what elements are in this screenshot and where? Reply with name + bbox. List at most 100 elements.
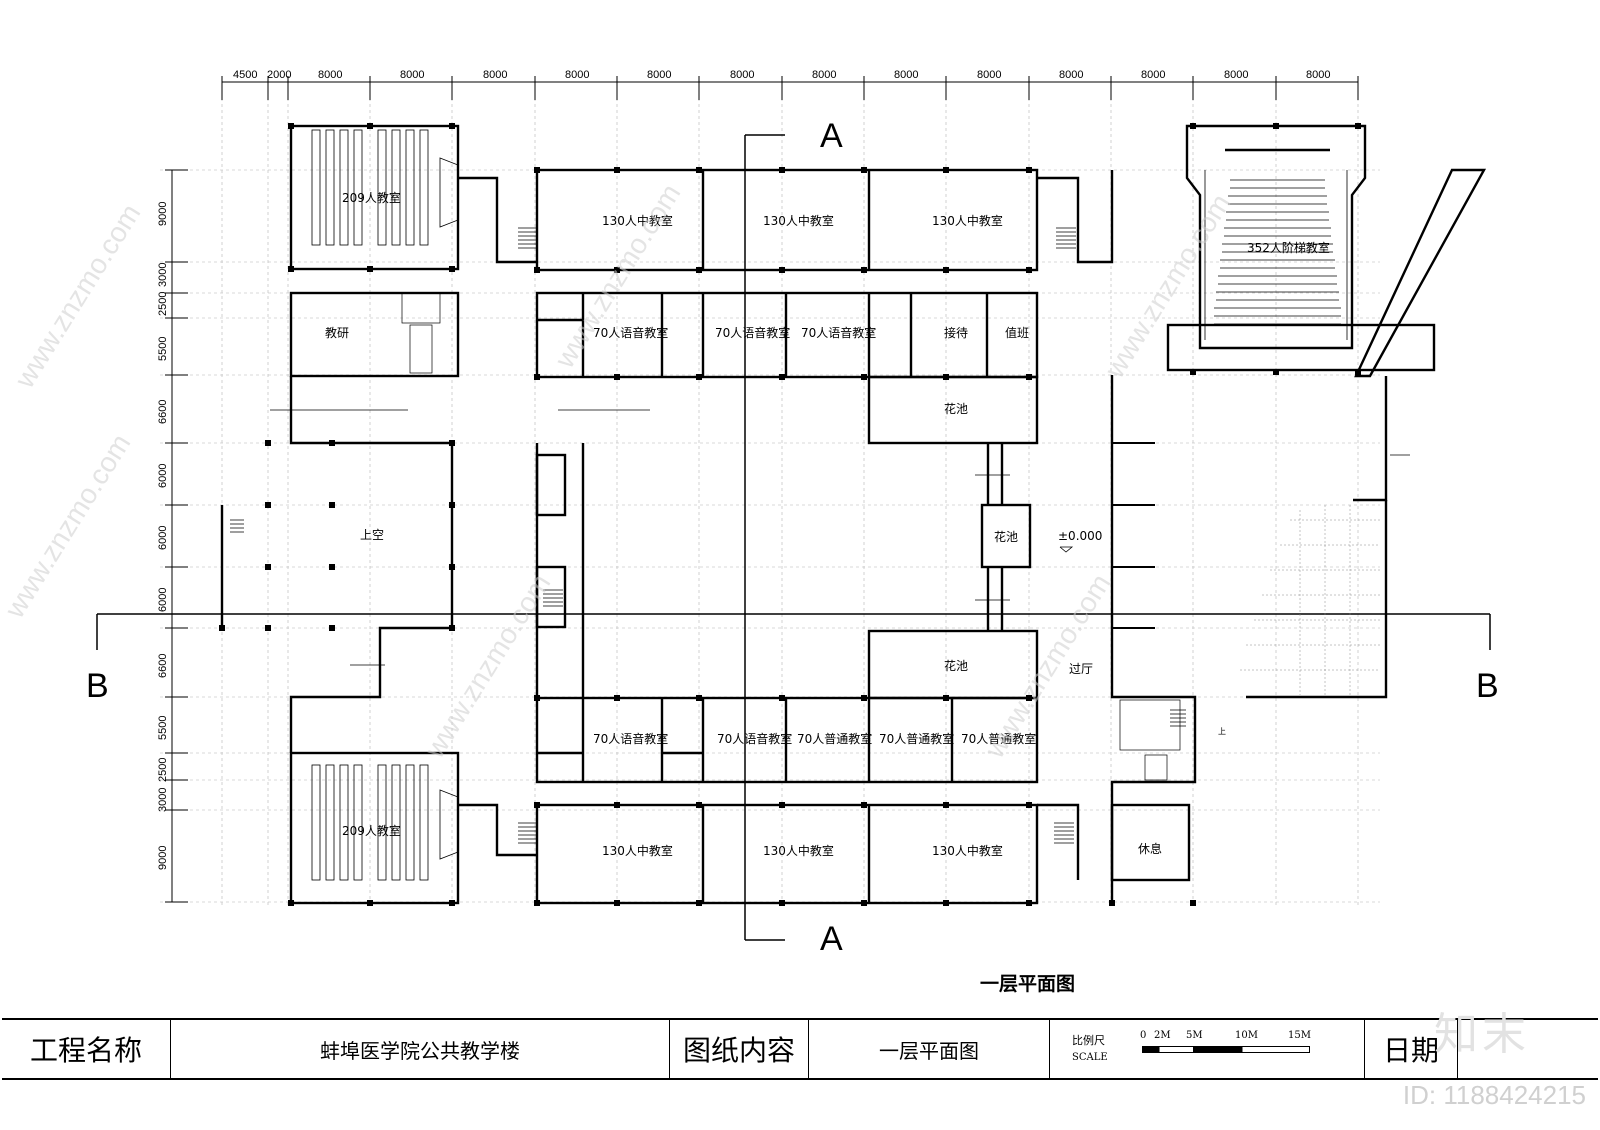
room-flower-s: 花池: [944, 658, 968, 673]
content-label: 图纸内容: [670, 1020, 809, 1078]
dim-left-3: 2500: [157, 292, 169, 316]
room-130-n2: 130人中教室: [763, 213, 834, 228]
dim-top-11: 8000: [977, 69, 1001, 81]
room-gen-s3: 70人普通教室: [961, 731, 1036, 746]
walls: [220, 124, 1487, 905]
scale-tick-5: 5M: [1186, 1030, 1203, 1041]
watermark-site-1: www.znzmo.com: [8, 199, 146, 394]
room-lang-n2: 70人语音教室: [715, 325, 790, 340]
dim-left-11: 2500: [157, 758, 169, 782]
scale-bar-graphic: [1142, 1046, 1310, 1053]
room-void: 上空: [360, 528, 384, 542]
section-a-top: A: [820, 117, 843, 155]
room-research: 教研: [325, 325, 349, 340]
room-lang-n3: 70人语音教室: [801, 325, 876, 340]
hall-partitions: [1112, 442, 1155, 629]
level-label: ±0.000: [1058, 529, 1102, 543]
dim-top-10: 8000: [894, 69, 918, 81]
section-a-bottom: A: [820, 920, 843, 958]
watermark-site-4: www.znzmo.com: [0, 429, 136, 624]
dim-top-14: 8000: [1224, 69, 1248, 81]
room-hall: 过厅: [1069, 662, 1093, 676]
room-lecture-nw: 209人教室: [342, 190, 401, 205]
dim-top-1: 4500: [233, 69, 257, 81]
toilets: [401, 292, 1181, 781]
scale-en: SCALE: [1072, 1052, 1108, 1063]
room-130-n1: 130人中教室: [602, 213, 673, 228]
top-dimension-labels: 4500 2000 8000 8000 8000 8000 8000 8000 …: [233, 69, 1330, 81]
room-130-s1: 130人中教室: [602, 843, 673, 858]
dim-left-5: 6600: [157, 400, 169, 424]
dim-left-9: 6600: [157, 654, 169, 678]
dim-left-10: 5500: [157, 716, 169, 740]
auditorium-seating: [1204, 170, 1348, 340]
date-label: 日期: [1365, 1020, 1458, 1078]
title-block: 工程名称 蚌埠医学院公共教学楼 图纸内容 一层平面图 比例尺 SCALE 0 2…: [2, 1018, 1598, 1080]
watermark-site-2: www.znzmo.com: [548, 179, 686, 374]
room-rest: 休息: [1138, 841, 1162, 856]
room-gen-s2: 70人普通教室: [879, 731, 954, 746]
dim-left-4: 5500: [157, 337, 169, 361]
scale-label: 比例尺: [1072, 1034, 1105, 1047]
project-name: 蚌埠医学院公共教学楼: [171, 1020, 670, 1078]
left-dimension-chain: [165, 169, 188, 903]
dim-top-9: 8000: [812, 69, 836, 81]
room-reception: 接待: [944, 325, 968, 340]
room-flower-n: 花池: [944, 401, 968, 416]
watermark: www.znzmo.com www.znzmo.com www.znzmo.co…: [0, 179, 1236, 764]
columns: [219, 123, 1361, 906]
dim-top-7: 8000: [647, 69, 671, 81]
left-dimension-labels: 9000 3000 2500 5500 6600 6000 6000 6000 …: [157, 202, 169, 870]
canopy-hatch: [1240, 505, 1380, 695]
watermark-brand: 知末: [1434, 1009, 1530, 1060]
section-b-right: B: [1476, 667, 1499, 705]
dim-left-1: 9000: [157, 202, 169, 226]
dim-top-4: 8000: [400, 69, 424, 81]
level-marker: [1059, 546, 1074, 553]
scale-tick-10: 10M: [1235, 1030, 1258, 1041]
scale-tick-15: 15M: [1288, 1030, 1311, 1041]
dim-left-12: 3000: [157, 788, 169, 812]
dim-left-8: 6000: [157, 588, 169, 612]
room-labels: 209人教室 209人教室 352人阶梯教室 130人中教室 130人中教室 1…: [325, 190, 1330, 858]
room-130-n3: 130人中教室: [932, 213, 1003, 228]
watermark-site-6: www.znzmo.com: [978, 569, 1116, 764]
plan-title: 一层平面图: [980, 973, 1075, 995]
dim-top-3: 8000: [318, 69, 342, 81]
lecture-seating: [311, 129, 459, 881]
room-lecture-sw: 209人教室: [342, 823, 401, 838]
section-lines: [96, 134, 1491, 941]
dim-top-12: 8000: [1059, 69, 1083, 81]
walk-arrows: [270, 409, 1410, 666]
dim-left-6: 6000: [157, 464, 169, 488]
room-lang-s2: 70人语音教室: [717, 731, 792, 746]
dim-top-15: 8000: [1306, 69, 1330, 81]
floor-plan-drawing: 4500 2000 8000 8000 8000 8000 8000 8000 …: [0, 69, 1499, 995]
scale-tick-0: 0: [1140, 1030, 1147, 1041]
scale-tick-2: 2M: [1154, 1030, 1171, 1041]
room-auditorium: 352人阶梯教室: [1247, 240, 1330, 255]
top-dimension-chain: [221, 76, 1359, 100]
watermark-image-id: ID: 1188424215: [1402, 1080, 1586, 1110]
room-flower-mid: 花池: [994, 529, 1018, 544]
scale-bar: 比例尺 SCALE 0 2M 5M 10M 15M: [1050, 1020, 1365, 1078]
dim-left-7: 6000: [157, 526, 169, 550]
stair-up-mark: 上: [1218, 727, 1226, 736]
dim-left-13: 9000: [157, 846, 169, 870]
dim-top-8: 8000: [730, 69, 754, 81]
watermark-site-5: www.znzmo.com: [418, 569, 556, 764]
dim-top-13: 8000: [1141, 69, 1165, 81]
content-name: 一层平面图: [809, 1020, 1050, 1078]
stairs: [230, 227, 1186, 844]
room-gen-s1: 70人普通教室: [797, 731, 872, 746]
room-lang-s1: 70人语音教室: [593, 731, 668, 746]
project-label: 工程名称: [2, 1020, 171, 1078]
dim-top-6: 8000: [565, 69, 589, 81]
room-duty: 值班: [1005, 325, 1029, 340]
dim-top-2: 2000: [267, 69, 291, 81]
room-130-s2: 130人中教室: [763, 843, 834, 858]
room-130-s3: 130人中教室: [932, 843, 1003, 858]
dim-left-2: 3000: [157, 263, 169, 287]
section-b-left: B: [86, 667, 109, 705]
dim-top-5: 8000: [483, 69, 507, 81]
